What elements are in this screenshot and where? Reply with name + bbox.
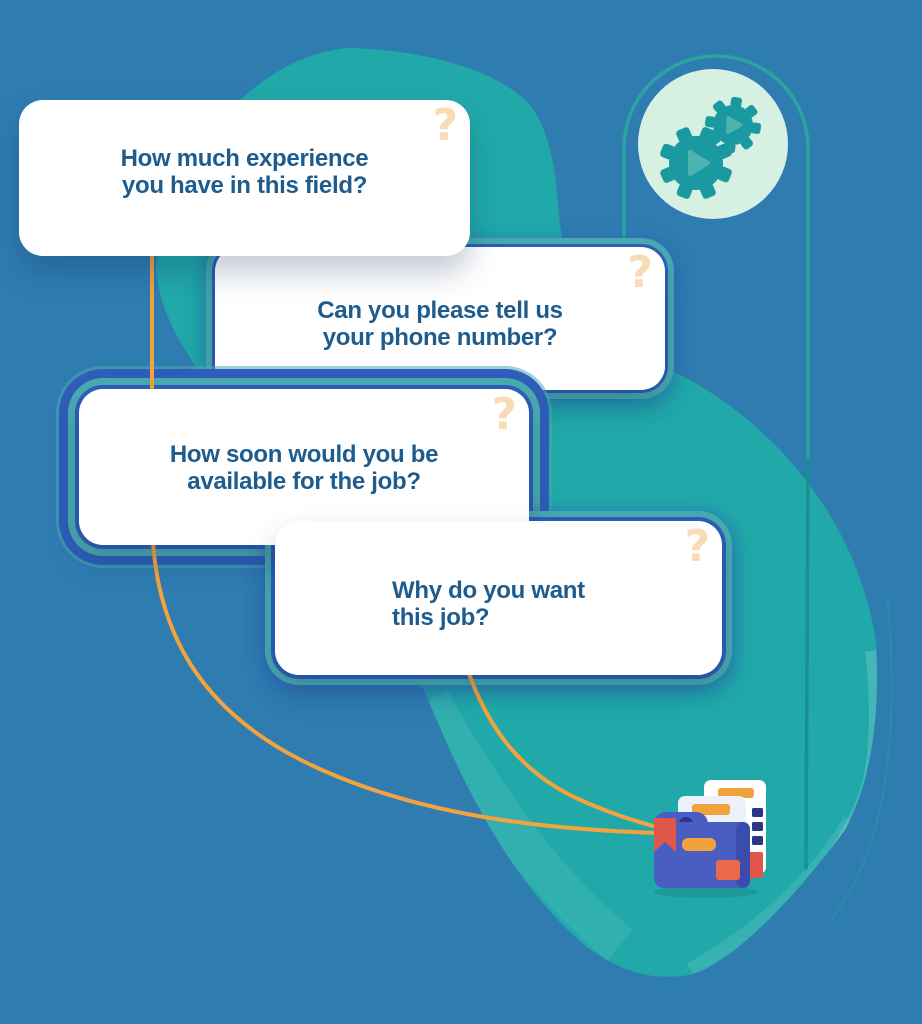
question-mark-icon: ? bbox=[684, 521, 710, 572]
question-mark-icon: ? bbox=[491, 389, 517, 440]
question-mark-icon: ? bbox=[627, 247, 653, 298]
question-text-line: you have in this field? bbox=[121, 172, 368, 199]
question-card-availability: ? How soon would you be available for th… bbox=[79, 389, 529, 545]
question-card-phone: ? Can you please tell us your phone numb… bbox=[215, 247, 665, 390]
question-text-line: How soon would you be bbox=[169, 441, 439, 469]
question-text-line: Why do you want bbox=[392, 577, 585, 605]
question-text-line: available for the job? bbox=[187, 468, 421, 495]
capsule-outline-lower bbox=[804, 458, 810, 870]
blob-edge-accent bbox=[829, 599, 893, 923]
gears-icon bbox=[638, 69, 788, 219]
question-mark-icon: ? bbox=[432, 100, 458, 151]
question-text-line: How much experience bbox=[120, 145, 369, 173]
question-text-line: Can you please tell us bbox=[317, 296, 563, 324]
folder-documents-icon bbox=[654, 780, 766, 898]
question-card-experience: ? How much experience you have in this f… bbox=[19, 100, 470, 256]
question-card-reason: ? Why do you want this job? bbox=[275, 521, 722, 675]
gear-small bbox=[704, 96, 762, 154]
question-text-line: this job? bbox=[392, 604, 490, 631]
question-text-line: your phone number? bbox=[322, 323, 558, 351]
connector-line-reason-to-folder bbox=[467, 672, 662, 830]
